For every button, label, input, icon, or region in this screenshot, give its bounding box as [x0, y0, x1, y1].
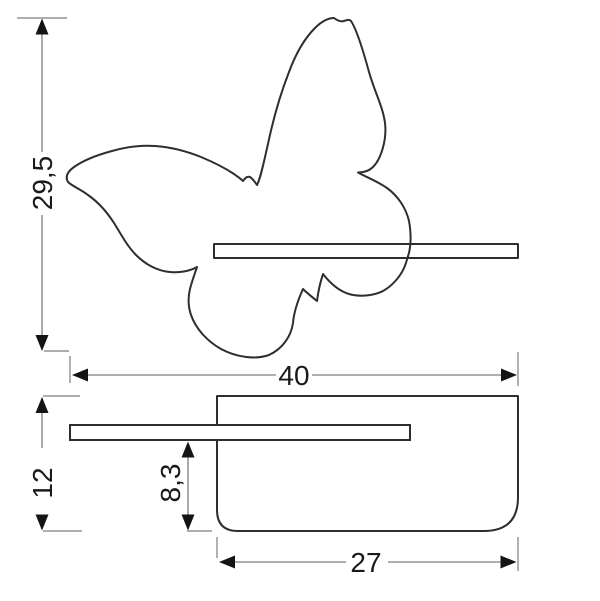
dimension-label-side-height: 12 [27, 467, 58, 498]
arrow-left-icon [72, 368, 88, 382]
dimension-side-height: 12 [27, 395, 82, 532]
arrow-up-icon [35, 397, 49, 413]
body-side-outline [216, 395, 519, 532]
arrow-up-icon [35, 18, 49, 35]
arrow-down-icon [35, 335, 49, 351]
dimension-overall-height: 29,5 [17, 17, 69, 352]
dimension-shelf-offset: 8,3 [155, 441, 212, 532]
dimension-label-overall-height: 29,5 [27, 156, 58, 211]
arrow-up-icon [181, 441, 195, 458]
front-view: 29,5 40 [17, 17, 519, 391]
arrow-right-icon [500, 555, 517, 569]
dimension-label-body-depth: 27 [350, 547, 381, 578]
dimension-body-depth: 27 [216, 537, 519, 578]
butterfly-outline [65, 17, 412, 359]
dimension-overall-width: 40 [69, 352, 519, 391]
arrow-right-icon [501, 368, 517, 382]
shelf-front-outline [213, 243, 519, 259]
shelf-side-outline [69, 424, 411, 441]
side-view: 12 8,3 27 [27, 395, 519, 578]
arrow-down-icon [181, 514, 195, 531]
arrow-left-icon [219, 555, 235, 569]
dimension-label-shelf-offset: 8,3 [155, 464, 186, 503]
dimension-label-overall-width: 40 [278, 360, 309, 391]
arrow-down-icon [35, 514, 49, 531]
